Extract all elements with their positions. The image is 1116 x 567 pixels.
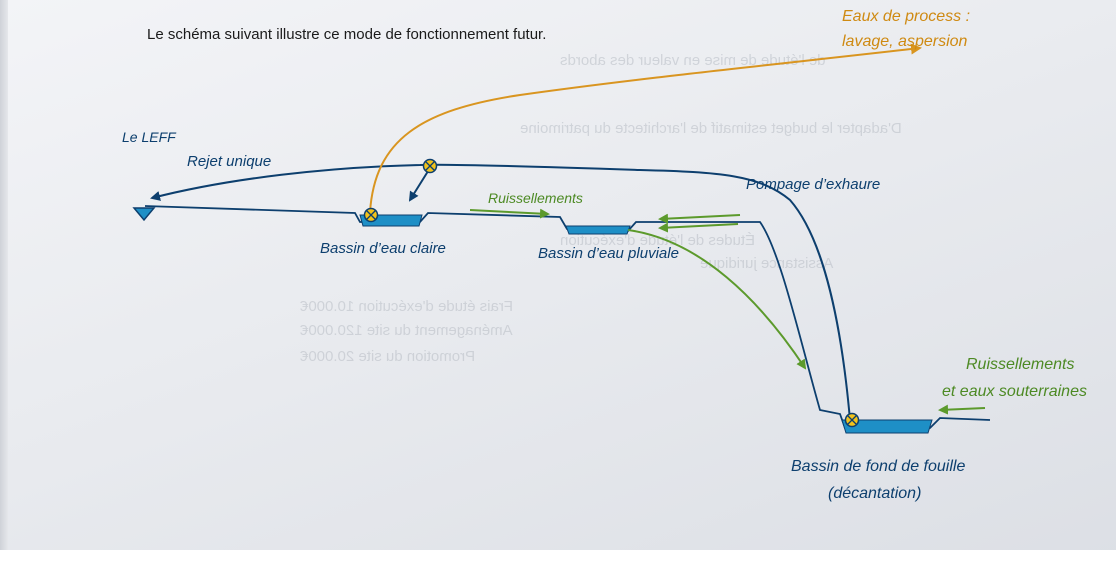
label-ruissellements: Ruissellements — [488, 190, 583, 206]
label-eaux-process-1: Eaux de process : — [842, 8, 971, 25]
ground-profile — [144, 205, 991, 429]
pluviale-inflow-arrow-1 — [658, 213, 741, 224]
label-ruissellements-right-1: Ruissellements — [966, 356, 1075, 373]
page-bottom-edge — [0, 550, 1116, 567]
label-rejet-unique: Rejet unique — [187, 153, 272, 170]
label-bassin-eau-claire: Bassin d’eau claire — [320, 240, 446, 257]
label-eaux-process-2: lavage, aspersion — [842, 33, 968, 50]
bassin-eau-pluviale-water — [565, 225, 631, 235]
pump-bassin-fond-icon — [844, 412, 860, 428]
bassin-fond-water — [841, 419, 933, 434]
label-bassin-fond-2: (décantation) — [828, 485, 922, 502]
label-pompage-exhaure: Pompage d’exhaure — [746, 176, 881, 193]
pump-bassin-eau-claire-icon — [363, 207, 379, 223]
label-leff: Le LEFF — [122, 129, 176, 145]
pluviale-to-fond-line — [627, 229, 807, 370]
pump-rejet-icon — [422, 158, 438, 174]
leff-river-symbol — [132, 207, 156, 222]
label-bassin-fond-1: Bassin de fond de fouille — [791, 458, 966, 475]
souterraines-arrow — [938, 404, 986, 415]
page-edge-shadow — [0, 0, 8, 567]
ruissellements-arrow — [469, 208, 550, 219]
pluviale-inflow-arrow-2 — [658, 222, 739, 233]
label-bassin-eau-pluviale: Bassin d’eau pluviale — [538, 245, 679, 262]
label-ruissellements-right-2: et eaux souterraines — [942, 383, 1087, 400]
clear-water-feed-line — [408, 167, 431, 202]
eaux-process-line — [369, 43, 922, 213]
intro-text: Le schéma suivant illustre ce mode de fo… — [147, 26, 547, 43]
rejet-unique-flow-line — [150, 163, 851, 421]
